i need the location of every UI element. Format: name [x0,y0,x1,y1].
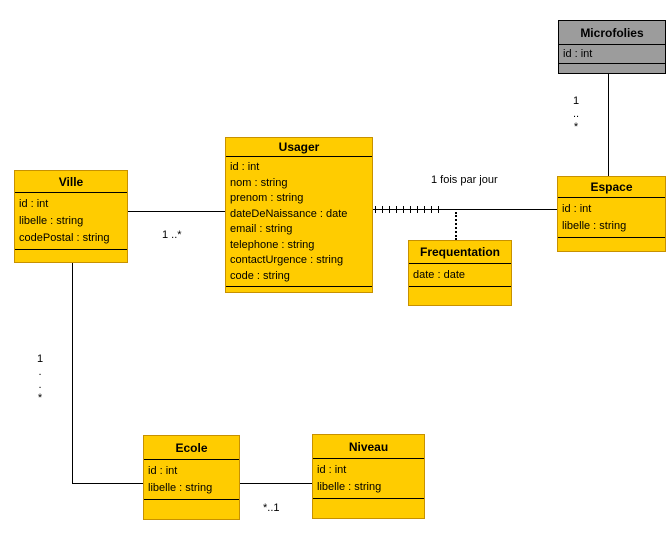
operations-compartment [558,237,665,251]
class-box-frequentation[interactable]: Frequentation date : date [408,240,512,306]
association-ville-ecole-vertical [72,263,73,483]
multiplicity-line: 1 [36,353,44,365]
class-box-usager[interactable]: Usager id : int nom : string prenom : stri… [225,137,373,293]
association-class-connector [455,212,457,240]
association-class-dashed-overlay [375,206,445,213]
multiplicity-line: 1 [572,95,580,107]
class-attribute: id : int [230,161,260,173]
association-microfolies-espace [608,74,609,176]
multiplicity-line: . [38,379,42,391]
class-title: Espace [558,177,665,198]
class-title: Ville [15,171,127,193]
class-attribute: code : string [230,269,290,282]
class-box-espace[interactable]: Espace id : int libelle : string [557,176,666,252]
class-box-ville[interactable]: Ville id : int libelle : string codePostal… [14,170,128,263]
class-attribute: codePostal : string [19,232,110,244]
association-ecole-niveau [240,483,312,484]
class-attribute: id : int [317,464,347,476]
association-usager-espace [373,209,557,210]
class-box-niveau[interactable]: Niveau id : int libelle : string [312,434,425,519]
class-attribute: date : date [413,269,465,281]
class-attribute: email : string [230,223,293,235]
attributes-compartment: id : int libelle : string codePostal : str… [15,193,127,249]
association-ville-ecole-horizontal [72,483,143,484]
class-title: Microfolies [559,21,665,45]
class-attribute: id : int [148,465,178,477]
class-title: Frequentation [409,241,511,264]
multiplicity-ville-ecole: 1 . . * [32,353,48,405]
association-label-usager-espace: 1 fois par jour [431,174,498,186]
class-title: Niveau [313,435,424,459]
association-ville-usager [128,211,225,212]
class-attribute: contactUrgence : string [230,254,344,266]
class-attribute: libelle : string [148,482,213,494]
multiplicity-ville-usager: 1 ..* [162,229,182,241]
class-attribute: id : int [563,48,593,60]
attributes-compartment: date : date [409,264,511,286]
operations-compartment [409,286,511,305]
multiplicity-line: .. [572,108,580,120]
class-attribute: nom : string [230,176,288,189]
attributes-compartment: id : int libelle : string [144,460,239,499]
multiplicity-line: * [573,121,579,133]
class-attribute: id : int [562,203,592,215]
attributes-compartment: id : int libelle : string [558,198,665,237]
class-attribute: libelle : string [317,481,382,493]
attributes-compartment: id : int libelle : string [313,459,424,498]
class-attribute: prenom : string [230,192,304,204]
attributes-compartment: id : int [559,45,665,63]
class-title: Ecole [144,436,239,460]
multiplicity-line: * [37,392,43,404]
operations-compartment [15,249,127,262]
operations-compartment [559,63,665,73]
multiplicity-microfolies-espace: 1 .. * [568,95,584,134]
class-attribute: telephone : string [230,238,315,251]
class-box-microfolies[interactable]: Microfolies id : int [558,20,666,74]
class-title: Usager [226,138,372,157]
class-box-ecole[interactable]: Ecole id : int libelle : string [143,435,240,520]
class-attribute: dateDeNaissance : date [230,207,348,220]
multiplicity-ecole-niveau: *..1 [263,502,280,514]
class-attribute: libelle : string [19,215,84,227]
operations-compartment [144,499,239,519]
operations-compartment [313,498,424,518]
class-attribute: id : int [19,198,49,210]
operations-compartment [226,286,372,295]
attributes-compartment: id : int nom : string prenom : string dateD… [226,157,372,286]
multiplicity-line: . [38,366,42,378]
class-attribute: libelle : string [562,220,627,232]
